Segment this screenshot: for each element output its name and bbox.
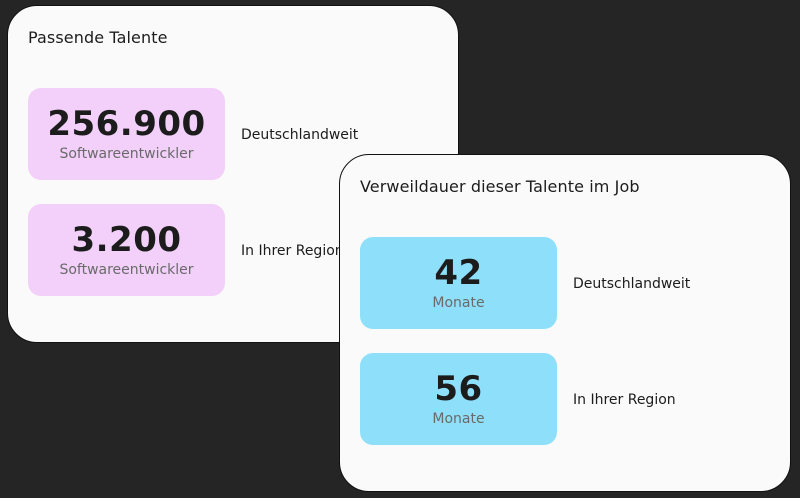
tenure-stat-box-nationwide: 42 Monate [360,237,557,329]
tenure-card: Verweildauer dieser Talente im Job 42 Mo… [339,154,791,492]
talent-stat-label: Deutschlandweit [241,127,359,143]
tenure-stat-value: 56 [434,369,483,409]
talent-stat-box-nationwide: 256.900 Softwareentwickler [28,88,225,180]
talent-stat-unit: Softwareentwickler [59,262,194,278]
tenure-stat-box-region: 56 Monate [360,353,557,445]
talent-stat-value: 256.900 [47,104,206,144]
tenure-card-title: Verweildauer dieser Talente im Job [360,177,640,196]
talent-stat-unit: Softwareentwickler [59,146,194,162]
tenure-stat-label: In Ihrer Region [573,392,676,408]
tenure-stat-unit: Monate [432,411,485,427]
talent-stat-box-region: 3.200 Softwareentwickler [28,204,225,296]
talent-stat-label: In Ihrer Region [241,243,344,259]
talent-card-title: Passende Talente [28,28,168,47]
talent-stat-value: 3.200 [71,220,182,260]
tenure-stat-value: 42 [434,253,483,293]
tenure-stat-label: Deutschlandweit [573,276,691,292]
tenure-stat-unit: Monate [432,295,485,311]
